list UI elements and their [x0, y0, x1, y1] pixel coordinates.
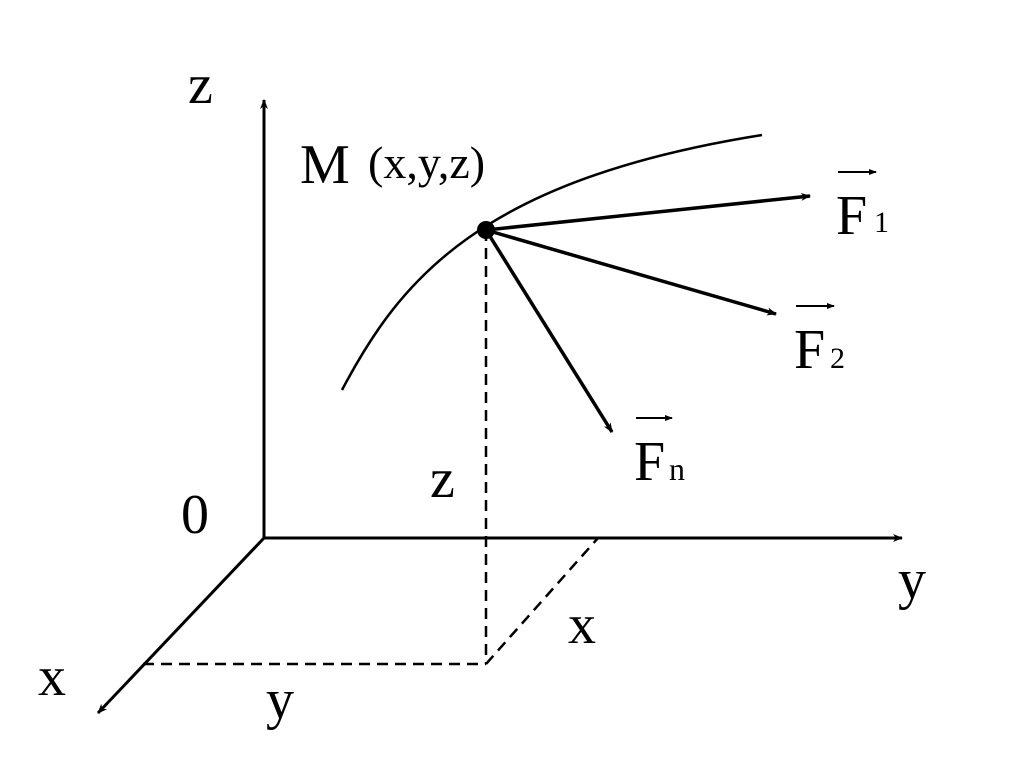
origin-label: 0 — [181, 484, 209, 546]
force-label-n-letter: F — [634, 431, 665, 493]
force-vector-1 — [485, 192, 811, 232]
force-vector-n — [484, 229, 614, 433]
y-projection-label: y — [266, 669, 294, 731]
z-axis-label: z — [188, 54, 213, 116]
force-label-1-letter: F — [836, 185, 867, 247]
point-coords-label: (x,y,z) — [368, 137, 485, 188]
force-label-1: F 1 — [836, 169, 889, 247]
force-label-2-subscript: 2 — [830, 342, 845, 375]
x-projection-label: x — [568, 594, 596, 656]
x-projection-line — [485, 537, 599, 665]
point-name-label: M — [300, 134, 350, 196]
force-vector-2 — [485, 228, 777, 316]
trajectory-curve — [340, 133, 763, 391]
force-label-n-subscript: n — [669, 451, 685, 487]
force-label-n: F n — [634, 415, 685, 493]
x-axis-label: x — [38, 646, 66, 708]
y-axis-label: y — [898, 549, 926, 611]
force-label-1-subscript: 1 — [874, 206, 889, 239]
force-label-2-letter: F — [794, 319, 825, 381]
point-m-dot — [477, 221, 495, 239]
z-projection-label: z — [430, 448, 455, 510]
x-axis — [96, 536, 266, 715]
force-label-2: F 2 — [794, 303, 845, 381]
